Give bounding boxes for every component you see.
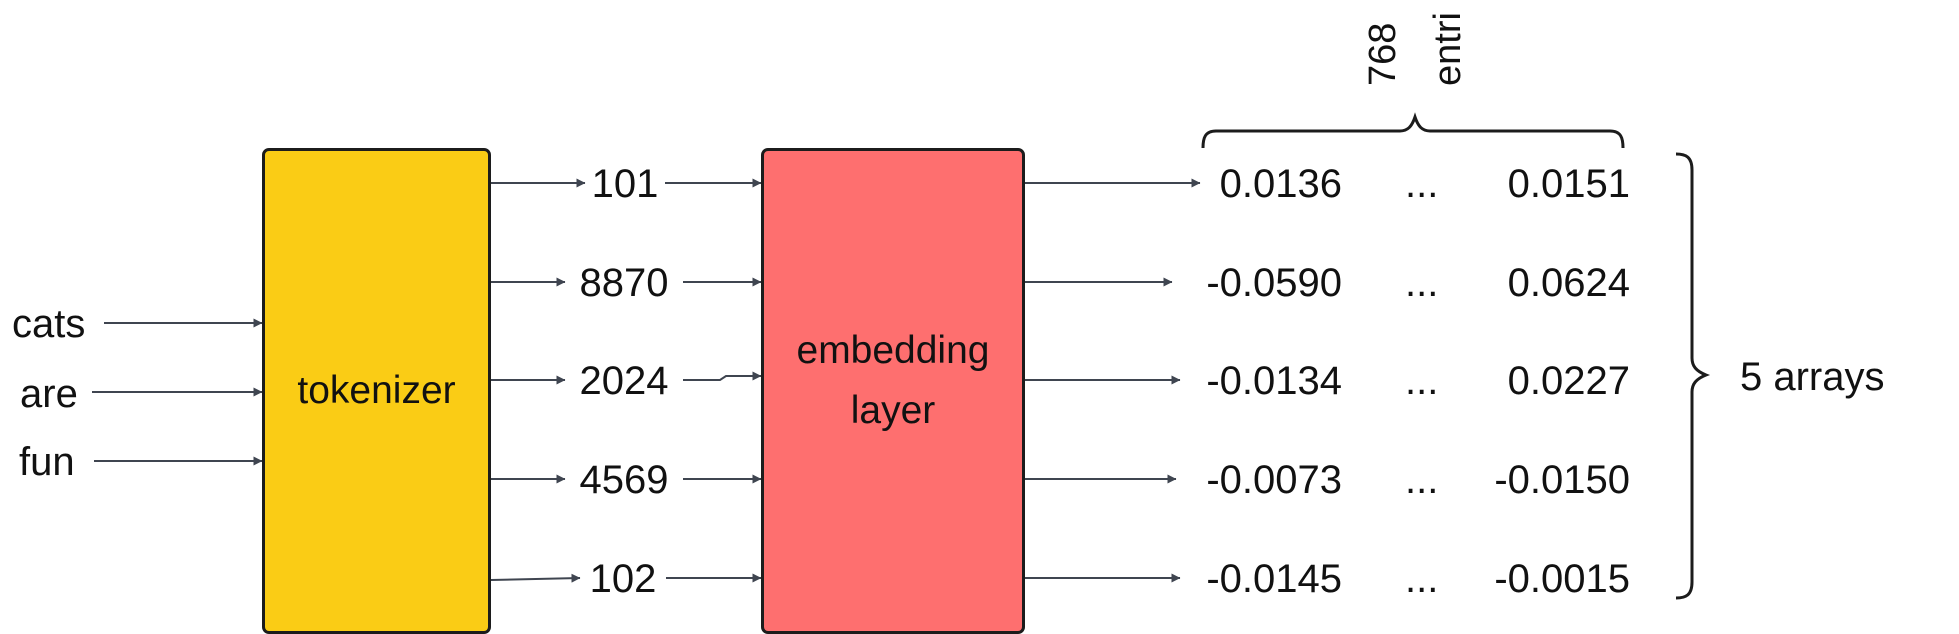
vector-size-label: 768: [1362, 22, 1404, 86]
tokenizer-box: tokenizer: [262, 148, 491, 634]
embedding-ellipsis: ...: [1405, 261, 1439, 305]
embedding-first-value: -0.0073: [1206, 458, 1342, 502]
right-curly-brace: [1675, 152, 1711, 600]
token-id: 4569: [579, 458, 669, 502]
top-curly-brace: [1201, 112, 1625, 149]
embedding-ellipsis: ...: [1405, 359, 1439, 403]
embedding-ellipsis: ...: [1405, 458, 1439, 502]
embedding-last-value: 0.0227: [1507, 359, 1630, 403]
vector-size-unit-label: entri: [1427, 12, 1469, 86]
arrow-tokenizer-to-102: [490, 573, 581, 583]
embedding-ellipsis: ...: [1405, 162, 1439, 206]
embedding-last-value: -0.0150: [1494, 458, 1630, 502]
embedding-first-value: 0.0136: [1219, 162, 1342, 206]
token-id: 2024: [579, 359, 669, 403]
embedding-ellipsis: ...: [1405, 557, 1439, 601]
array-count-label: 5 arrays: [1740, 355, 1885, 399]
embedding-last-value: 0.0624: [1507, 261, 1630, 305]
embedding-first-value: -0.0134: [1206, 359, 1342, 403]
embedding-layer-box: embedding layer: [761, 148, 1025, 634]
embedding-label-line1: embedding: [796, 328, 990, 372]
tokenizer-label: tokenizer: [297, 368, 456, 412]
input-word-are: are: [20, 372, 78, 416]
embedding-layer-label: embedding layer: [797, 321, 990, 442]
embedding-last-value: -0.0015: [1494, 557, 1630, 601]
input-word-fun: fun: [19, 440, 75, 484]
arrow-2024-to-embedding: [683, 371, 762, 381]
token-id: 102: [589, 557, 657, 601]
embedding-label-line2: layer: [850, 389, 936, 432]
embedding-last-value: 0.0151: [1507, 162, 1630, 206]
input-word-cats: cats: [12, 302, 86, 346]
embedding-first-value: -0.0590: [1206, 261, 1342, 305]
embedding-first-value: -0.0145: [1206, 557, 1342, 601]
token-id: 101: [591, 162, 659, 206]
token-id: 8870: [579, 261, 669, 305]
